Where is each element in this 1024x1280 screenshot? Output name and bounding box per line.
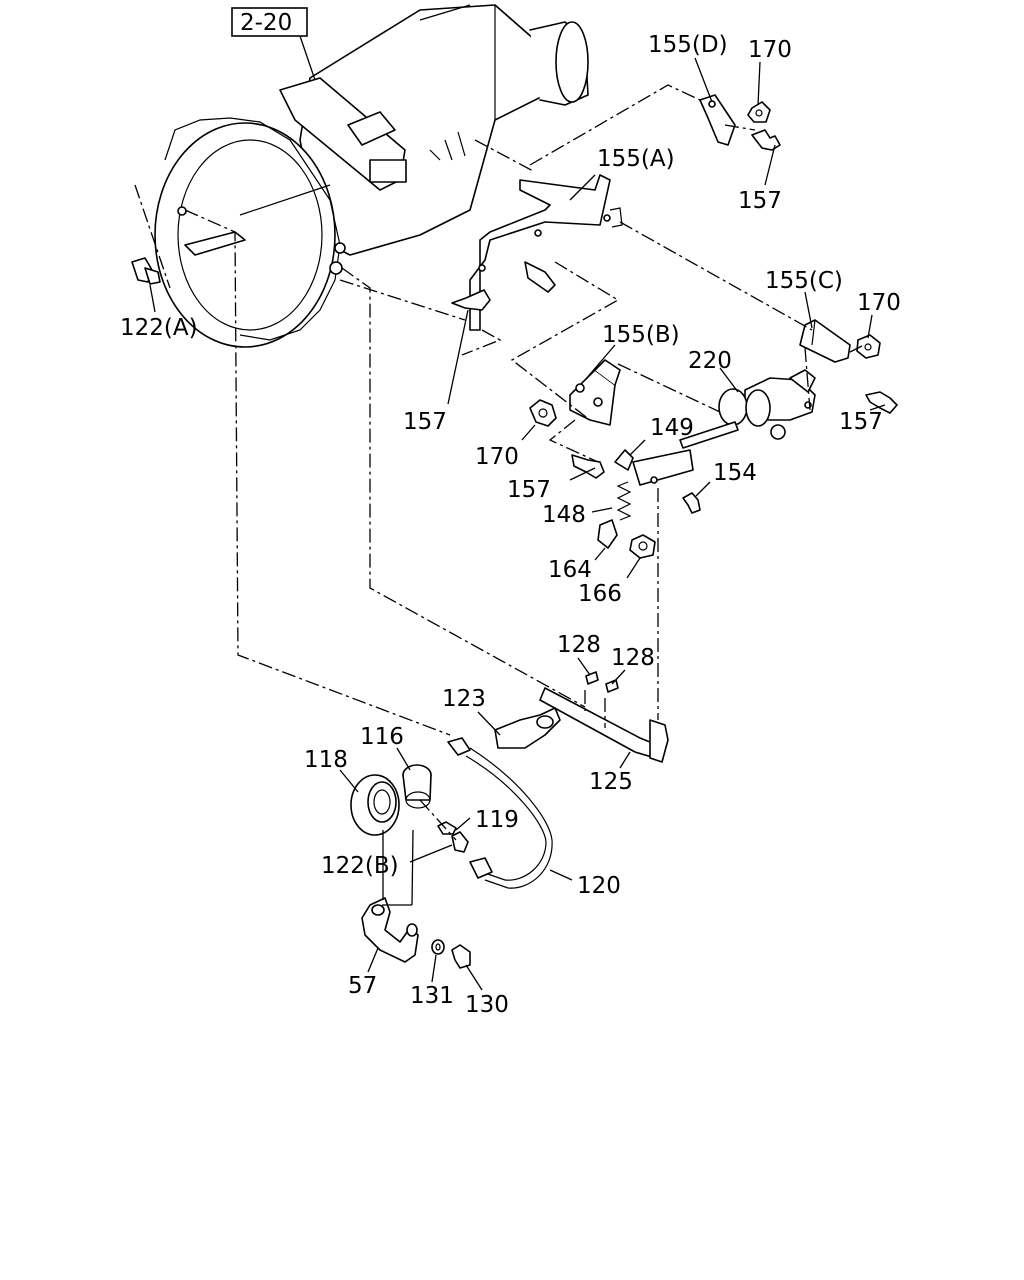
- label-220: 220: [688, 348, 732, 374]
- bearing-sleeve-116: [402, 764, 432, 809]
- bracket-155c: [799, 319, 851, 363]
- bracket-155b: [569, 359, 621, 426]
- bolt-157-low: [571, 454, 605, 479]
- label-157-top: 157: [738, 188, 782, 214]
- release-bearing-118: [350, 774, 400, 836]
- label-128-right: 128: [611, 645, 655, 671]
- nut-170-mid: [529, 399, 557, 427]
- label-130: 130: [465, 992, 509, 1018]
- label-157-right: 157: [839, 409, 883, 435]
- label-154: 154: [713, 460, 757, 486]
- grease-nipple-122b: [451, 831, 469, 853]
- clip-149: [614, 449, 634, 471]
- push-rod: [632, 421, 739, 486]
- label-131: 131: [410, 983, 454, 1009]
- label-155c: 155(C): [765, 268, 843, 294]
- label-164: 164: [548, 557, 592, 583]
- release-fork-57: [361, 897, 419, 963]
- nut-170-top: [747, 101, 771, 123]
- bolt-122a: [131, 257, 161, 285]
- label-123: 123: [442, 686, 486, 712]
- label-148: 148: [542, 502, 586, 528]
- reference-box: 2-20: [231, 7, 316, 81]
- bolt-157-mid: [451, 289, 491, 311]
- label-122b: 122(B): [321, 853, 399, 879]
- washer-131: [431, 939, 445, 955]
- leader-lines: [149, 57, 886, 991]
- label-170-right: 170: [857, 290, 901, 316]
- bracket-155d: [699, 94, 736, 146]
- label-118: 118: [304, 747, 348, 773]
- label-155d: 155(D): [648, 32, 728, 58]
- label-155a: 155(A): [597, 146, 675, 172]
- bolt-130: [451, 944, 471, 969]
- part-labels: 155(D) 170 157 155(A) 155(C) 170 157 122…: [120, 32, 901, 1018]
- label-125: 125: [589, 769, 633, 795]
- release-fork-lever-123: [494, 707, 561, 749]
- label-170-top: 170: [748, 37, 792, 63]
- power-cylinder-220: [718, 369, 816, 440]
- label-149: 149: [650, 415, 694, 441]
- label-120: 120: [577, 873, 621, 899]
- pin-164: [597, 519, 618, 549]
- label-57: 57: [348, 973, 377, 999]
- cross-shaft-125: [539, 671, 669, 763]
- nut-170-right: [856, 334, 881, 359]
- spring-148: [616, 481, 632, 521]
- bolt-157-top: [751, 129, 781, 151]
- label-166: 166: [578, 581, 622, 607]
- label-157-mid: 157: [403, 409, 447, 435]
- label-170-mid: 170: [475, 444, 519, 470]
- label-128-left: 128: [557, 632, 601, 658]
- bracket-155a: [469, 174, 623, 331]
- reference-label: 2-20: [240, 10, 292, 36]
- label-116: 116: [360, 724, 404, 750]
- transmission-assembly: [154, 4, 589, 348]
- hose-120: [447, 737, 553, 889]
- label-155b: 155(B): [602, 322, 680, 348]
- label-157-low: 157: [507, 477, 551, 503]
- bolt-154: [682, 492, 701, 514]
- bolt-157-right: [865, 391, 898, 414]
- label-122a: 122(A): [120, 315, 198, 341]
- assembly-lines: [134, 84, 863, 841]
- label-119: 119: [475, 807, 519, 833]
- nut-166: [629, 534, 656, 559]
